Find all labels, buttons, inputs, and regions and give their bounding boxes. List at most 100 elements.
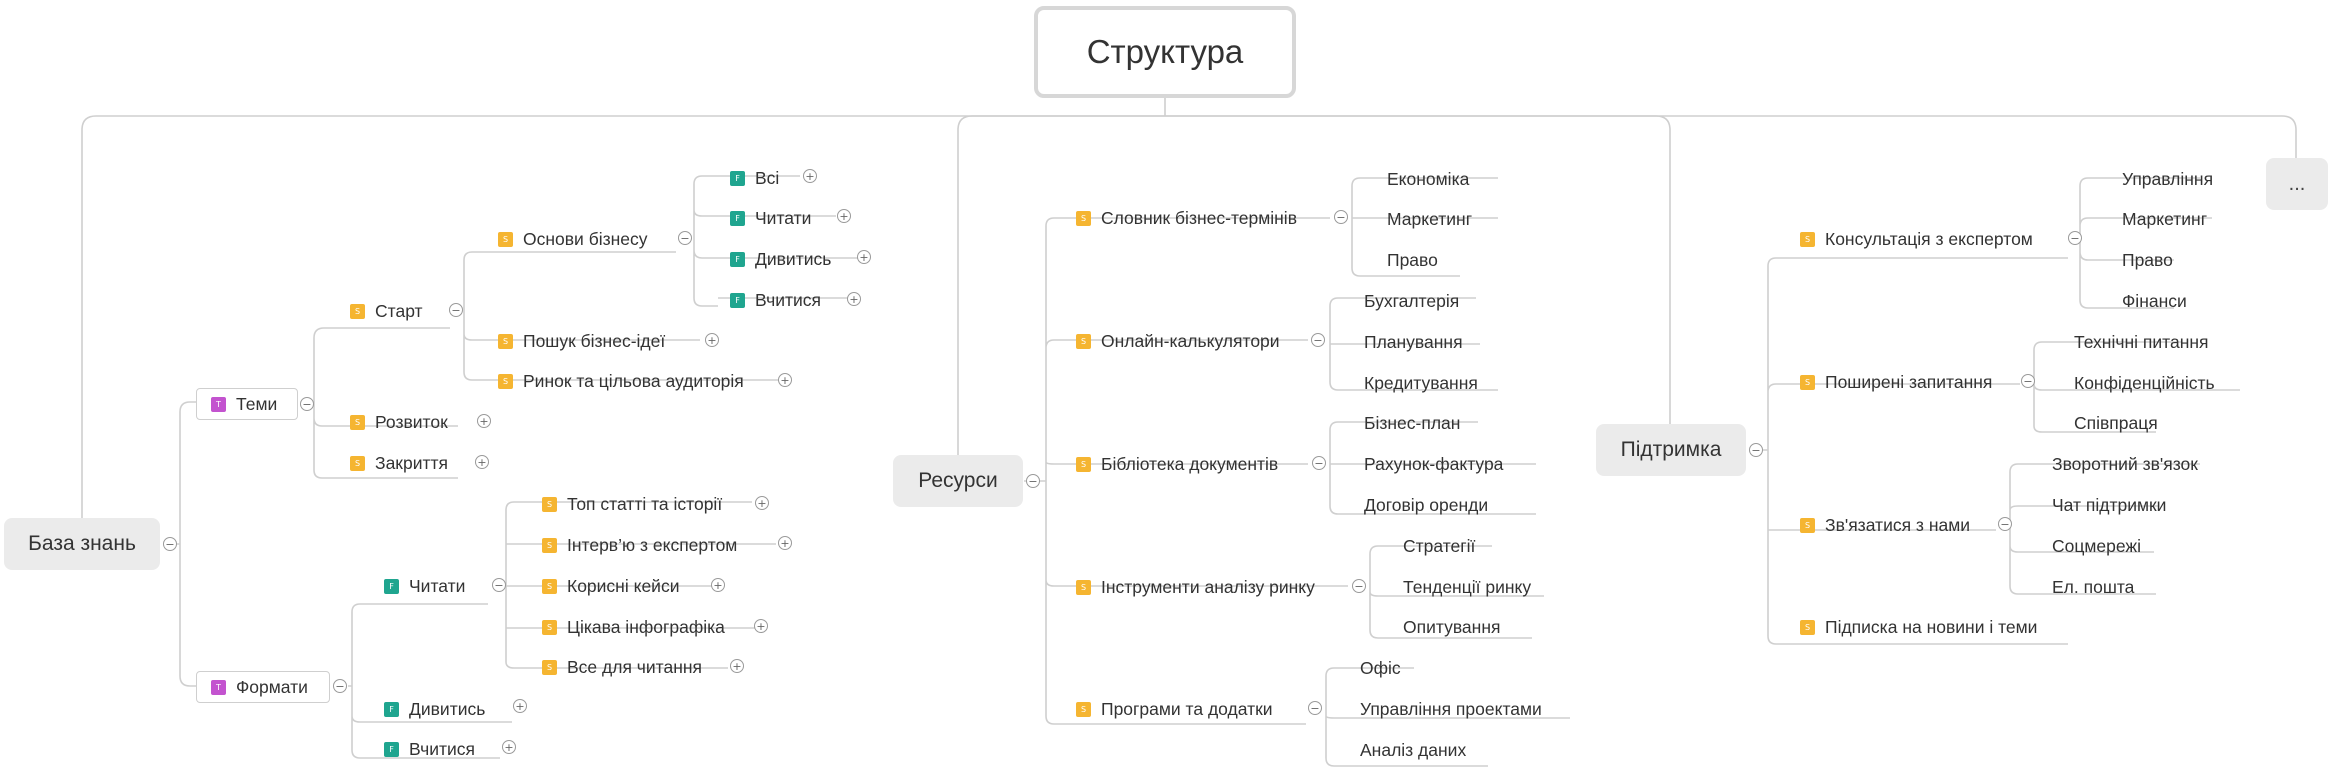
expand-toggle[interactable]: + <box>513 699 527 713</box>
expand-toggle[interactable]: + <box>837 209 851 223</box>
leaf-topic[interactable]: Тенденції ринку <box>1403 576 1532 597</box>
leaf-topic[interactable]: Технічні питання <box>2074 331 2209 352</box>
leaf-topic[interactable]: Бізнес-план <box>1364 412 1461 433</box>
expand-toggle[interactable]: + <box>711 578 725 592</box>
tag-icon: F <box>384 741 399 757</box>
topic-baza-znan[interactable]: База знань <box>4 518 160 570</box>
collapse-toggle[interactable]: − <box>449 303 463 317</box>
expand-toggle[interactable]: + <box>857 250 871 264</box>
more-topic[interactable]: ... <box>2266 158 2328 210</box>
topic-vsi[interactable]: F Всі <box>730 165 779 191</box>
leaf-topic[interactable]: Маркетинг <box>2122 208 2208 229</box>
topic-pidtrymka[interactable]: Підтримка <box>1596 424 1746 476</box>
leaf-topic[interactable]: Право <box>2122 249 2173 270</box>
expand-toggle[interactable]: + <box>754 619 768 633</box>
leaf-topic[interactable]: Рахунок-фактура <box>1364 453 1504 474</box>
leaf-topic[interactable]: Фінанси <box>2122 290 2187 311</box>
collapse-toggle[interactable]: − <box>1749 443 1763 457</box>
topic-label: Всі <box>755 167 780 188</box>
collapse-toggle[interactable]: − <box>1308 701 1322 715</box>
topic-label: Інструменти аналізу ринку <box>1101 576 1315 597</box>
root-topic[interactable]: Структура <box>1034 6 1296 98</box>
collapse-toggle[interactable]: − <box>2068 231 2082 245</box>
expand-toggle[interactable]: + <box>778 373 792 387</box>
expand-toggle[interactable]: + <box>502 740 516 754</box>
collapse-toggle[interactable]: − <box>492 578 506 592</box>
expand-toggle[interactable]: + <box>803 169 817 183</box>
leaf-topic[interactable]: Кредитування <box>1364 372 1478 393</box>
expand-toggle[interactable]: + <box>778 536 792 550</box>
leaf-topic[interactable]: Офіс <box>1360 657 1401 678</box>
collapse-toggle[interactable]: − <box>678 231 692 245</box>
collapse-toggle[interactable]: − <box>163 537 177 551</box>
collapse-toggle[interactable]: − <box>333 679 347 693</box>
expand-toggle[interactable]: + <box>847 292 861 306</box>
topic-label: Дивитись <box>409 698 486 719</box>
leaf-topic[interactable]: Зворотний зв'язок <box>2052 453 2198 474</box>
leaf-topic[interactable]: Опитування <box>1403 616 1501 637</box>
topic-resursy[interactable]: Ресурси <box>893 455 1023 507</box>
collapse-toggle[interactable]: − <box>1352 579 1366 593</box>
leaf-topic[interactable]: Аналіз даних <box>1360 739 1467 760</box>
expand-toggle[interactable]: + <box>730 659 744 673</box>
collapse-toggle[interactable]: − <box>1312 456 1326 470</box>
expand-toggle[interactable]: + <box>475 455 489 469</box>
leaf-topic[interactable]: Соцмережі <box>2052 535 2142 556</box>
expand-toggle[interactable]: + <box>755 496 769 510</box>
leaf-topic[interactable]: Економіка <box>1387 168 1470 189</box>
collapse-toggle[interactable]: − <box>300 397 314 411</box>
collapse-toggle[interactable]: − <box>1998 517 2012 531</box>
leaf-topic[interactable]: Планування <box>1364 331 1463 352</box>
leaf-topic[interactable]: Співпраця <box>2074 412 2158 433</box>
leaf-topic[interactable]: Управління <box>2122 168 2214 189</box>
topic-label: Словник бізнес-термінів <box>1101 207 1297 228</box>
leaf-topic[interactable]: Стратегії <box>1403 535 1476 556</box>
tag-icon: F <box>384 578 399 594</box>
leaf-topic[interactable]: Ел. пошта <box>2052 576 2135 597</box>
leaf-topic[interactable]: Договір оренди <box>1364 494 1489 515</box>
expand-toggle[interactable]: + <box>477 414 491 428</box>
leaf-topic[interactable]: Чат підтримки <box>2052 494 2167 515</box>
leaf-topic[interactable]: Конфіденційність <box>2074 372 2215 393</box>
leaf-topic[interactable]: Право <box>1387 249 1438 270</box>
topic-label: Закриття <box>375 452 448 473</box>
leaf-topic[interactable]: Управління проектами <box>1360 698 1542 719</box>
collapse-toggle[interactable]: − <box>2021 374 2035 388</box>
expand-toggle[interactable]: + <box>705 333 719 347</box>
collapse-toggle[interactable]: − <box>1026 474 1040 488</box>
leaf-topic[interactable]: Бухгалтерія <box>1364 290 1460 311</box>
collapse-toggle[interactable]: − <box>1334 210 1348 224</box>
leaf-topic[interactable]: Маркетинг <box>1387 208 1473 229</box>
tag-icon: F <box>730 170 745 186</box>
topic-label: База знань <box>28 532 136 555</box>
collapse-toggle[interactable]: − <box>1311 333 1325 347</box>
